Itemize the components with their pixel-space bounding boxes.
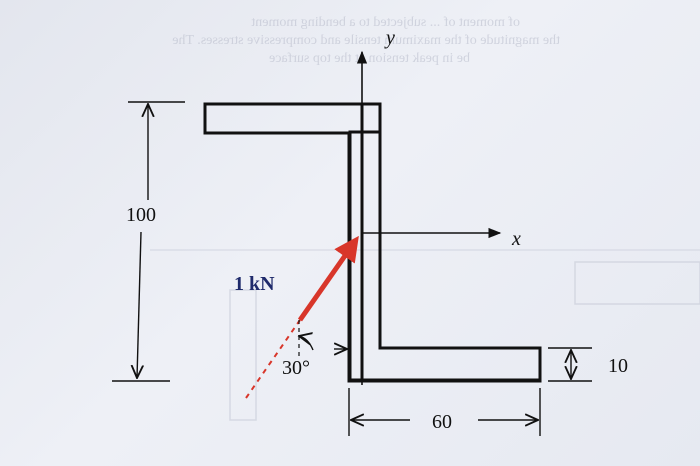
- bleed-line-3: be in peak tension at the top surface: [269, 51, 470, 66]
- bleed-through: of moment of ... subjected to a bending …: [150, 15, 700, 421]
- width-dim-label: 60: [432, 411, 452, 433]
- force-label: 1 kN: [234, 273, 275, 295]
- height-dim-label: 100: [126, 204, 156, 226]
- thickness-dim-label: 10: [608, 355, 628, 377]
- z-section-shape: [203, 102, 542, 383]
- force-arrow: [297, 235, 359, 322]
- y-axis-label: y: [384, 27, 395, 49]
- bleed-line-2: the magnitude of the maximum tensile and…: [172, 33, 560, 48]
- angle-label: 30°: [282, 357, 310, 379]
- height-dim-line-lower: [137, 231, 141, 378]
- angle-arc-arrow: [299, 336, 314, 351]
- x-axis-label: x: [511, 228, 521, 250]
- bleed-line-1: of moment of ... subjected to a bending …: [251, 15, 520, 30]
